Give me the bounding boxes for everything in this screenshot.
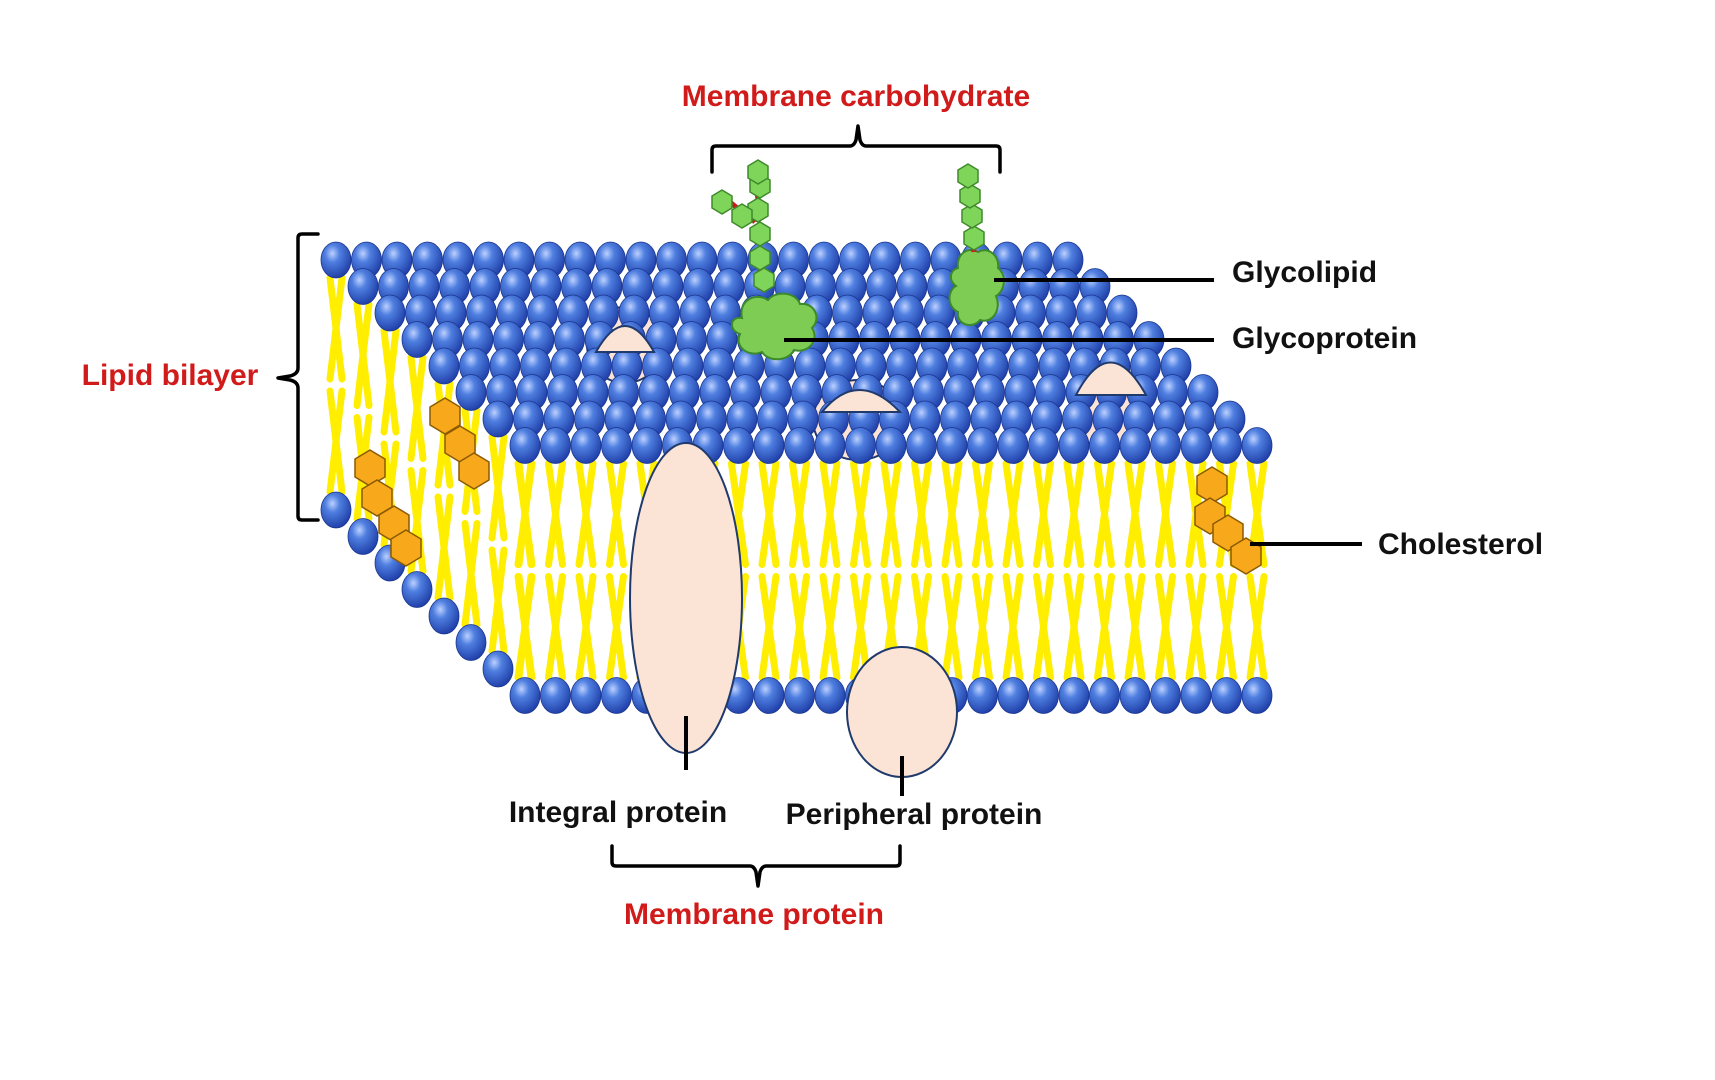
carbohydrate-unit <box>749 245 771 271</box>
glycoprotein-carbohydrate-chain <box>711 159 775 293</box>
phospholipid-head <box>320 491 352 529</box>
phospholipid-head <box>482 400 514 438</box>
carbohydrate-unit <box>961 203 983 229</box>
phospholipid-head <box>1150 427 1181 464</box>
cholesterol-ring <box>458 452 490 490</box>
membrane-carbohydrate-brace <box>710 124 1002 174</box>
lipid-bilayer-brace <box>276 232 320 522</box>
phospholipid-head <box>1089 677 1120 714</box>
carbohydrate-unit <box>959 183 981 209</box>
phospholipid-head <box>570 677 602 714</box>
cholesterol-left-cluster <box>354 397 490 567</box>
cholesterol-label: Cholesterol <box>1378 528 1543 561</box>
phospholipid-head <box>482 650 514 688</box>
glycolipid-label: Glycolipid <box>1232 256 1377 289</box>
phospholipid-head <box>601 677 632 714</box>
phospholipid-head <box>401 321 433 358</box>
protein-caps <box>594 325 1148 413</box>
phospholipid-head <box>401 571 433 608</box>
phospholipid-head <box>1150 677 1181 714</box>
phospholipid-head <box>753 427 785 464</box>
carbohydrate-unit <box>731 203 753 229</box>
phospholipid-head <box>1241 677 1273 714</box>
phospholipid-head <box>1241 427 1273 464</box>
phospholipid-head <box>1180 677 1212 714</box>
phospholipid-head <box>1119 677 1151 714</box>
cholesterol-ring <box>361 479 393 517</box>
carbohydrate-unit <box>753 267 775 293</box>
carbohydrate-unit <box>957 163 979 189</box>
phospholipid-head <box>1058 427 1090 464</box>
phospholipid-head <box>540 427 571 464</box>
integral-protein-shape <box>629 442 743 754</box>
protein-cap-3 <box>1074 361 1148 396</box>
glycolipid-molecule <box>948 163 1005 327</box>
phospholipid-head <box>967 677 998 714</box>
membrane-protein-label: Membrane protein <box>624 898 884 931</box>
phospholipid-head <box>509 427 541 464</box>
phospholipid-head <box>540 677 571 714</box>
glycoprotein-label: Glycoprotein <box>1232 322 1417 355</box>
phospholipid-head <box>1058 677 1090 714</box>
phospholipid-head <box>875 427 907 464</box>
phospholipid-head <box>997 677 1029 714</box>
phospholipid-head <box>601 427 632 464</box>
phospholipid-head <box>784 677 815 714</box>
phospholipid-head <box>723 427 754 464</box>
glycolipid-body <box>948 249 1005 327</box>
phospholipid-head <box>967 427 998 464</box>
phospholipid-head <box>320 241 352 279</box>
cholesterol-ring <box>390 529 422 567</box>
phospholipid-head <box>1028 677 1059 714</box>
phospholipid-head <box>374 294 406 332</box>
glycoprotein-molecule <box>711 159 818 361</box>
cholesterol-ring <box>1212 514 1244 552</box>
protein-cap-2 <box>819 389 903 413</box>
phospholipid-head <box>1211 677 1242 714</box>
phospholipid-head <box>455 624 487 661</box>
carbohydrate-unit <box>749 221 771 247</box>
phospholipid-head <box>997 427 1029 464</box>
phospholipid-head <box>428 597 460 635</box>
phospholipid-head <box>455 374 487 411</box>
membrane-carbohydrate-label: Membrane carbohydrate <box>682 80 1030 113</box>
phospholipid-head <box>1119 427 1151 464</box>
carbohydrate-unit <box>963 225 985 251</box>
phospholipid-heads-top-leaflet <box>320 241 1273 464</box>
phospholipid-head <box>784 427 815 464</box>
membrane-protein-brace <box>610 844 902 888</box>
integral-protein-label: Integral protein <box>509 796 727 829</box>
phospholipid-head <box>1028 427 1059 464</box>
lipid-tails-front-face <box>514 460 1268 681</box>
phospholipid-head <box>753 677 785 714</box>
phospholipid-head <box>845 427 876 464</box>
phospholipid-head <box>906 427 937 464</box>
phospholipid-head <box>814 427 846 464</box>
peripheral-protein-label: Peripheral protein <box>786 798 1043 831</box>
protein-cap-1 <box>594 325 656 353</box>
glycolipid-carbohydrate-chain <box>957 163 985 253</box>
phospholipid-heads-bottom-leaflet <box>320 491 1273 714</box>
phospholipid-head <box>570 427 602 464</box>
phospholipid-head <box>1180 427 1212 464</box>
phospholipid-head <box>1089 427 1120 464</box>
carbohydrate-unit <box>711 189 733 215</box>
phospholipid-head <box>509 677 541 714</box>
phospholipid-head <box>347 268 379 305</box>
phospholipid-head <box>347 518 379 555</box>
phospholipid-head <box>936 427 968 464</box>
glycoprotein-body <box>731 292 818 361</box>
carbohydrate-unit <box>747 159 769 185</box>
cholesterol-right-cluster <box>1194 466 1262 575</box>
cholesterol-ring <box>429 397 461 435</box>
phospholipid-head <box>1211 427 1242 464</box>
carbohydrate-unit <box>747 197 769 223</box>
phospholipid-head <box>814 677 846 714</box>
lipid-bilayer-label: Lipid bilayer <box>82 359 259 392</box>
phospholipid-head <box>428 347 460 385</box>
cholesterol-ring <box>1230 537 1262 575</box>
phospholipid-head <box>631 427 663 464</box>
